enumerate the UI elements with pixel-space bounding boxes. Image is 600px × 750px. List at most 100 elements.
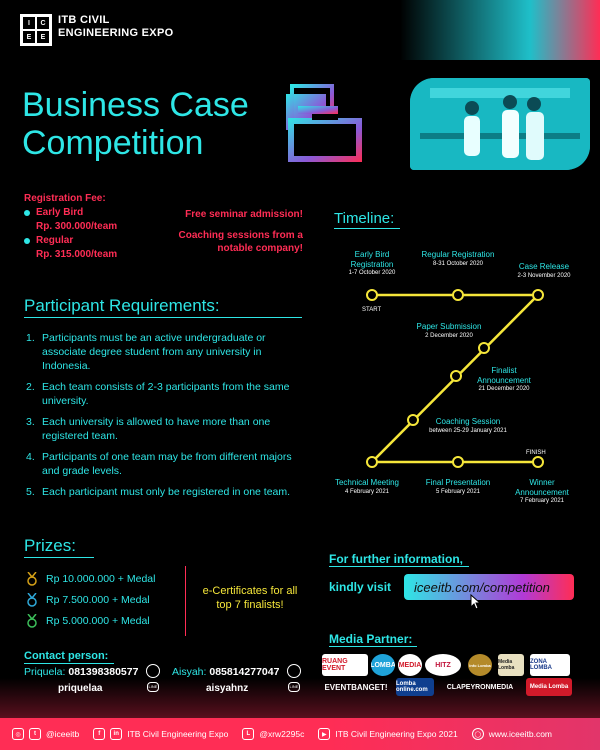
hero-photo	[410, 78, 590, 170]
item-text: Each university is allowed to have more …	[42, 416, 271, 442]
linkedin-icon: in	[110, 728, 123, 740]
timeline-node	[452, 456, 464, 468]
timeline-event: Early Bird Registration 1-7 October 2020	[334, 250, 410, 277]
timeline-event: Case Release 2-3 November 2020	[504, 262, 584, 280]
item-text: Each participant must only be registered…	[42, 486, 291, 498]
list-item: 2.Each team consists of 2-3 participants…	[26, 380, 292, 408]
list-item: 1. Participants must be an active undergr…	[26, 331, 292, 373]
timeline-node	[450, 370, 462, 382]
event-name: Regular Registration	[421, 250, 495, 259]
footer-youtube[interactable]: ▶ ITB Civil Engineering Expo 2021	[318, 728, 458, 740]
prize-item: Rp 7.500.000 + Medal	[26, 589, 155, 610]
logo-letter: C	[36, 16, 50, 30]
prize-text: Rp 7.500.000 + Medal	[46, 593, 150, 606]
divider	[24, 557, 94, 558]
timeline-node	[532, 289, 544, 301]
facebook-name: ITB Civil Engineering Expo	[127, 729, 229, 739]
event-name: Coaching Session	[435, 417, 501, 426]
footer-line[interactable]: L @xrw2295c	[242, 728, 304, 740]
item-number: 4.	[26, 451, 35, 463]
event-date: 8-31 October 2020	[432, 260, 484, 267]
website-link[interactable]: iceeitb.com/competition	[404, 574, 574, 600]
divider	[334, 228, 400, 229]
contact-phone[interactable]: 085814277047	[209, 666, 280, 678]
list-item: 5. Each participant must only be register…	[26, 485, 292, 499]
line-icon: LINE	[288, 682, 300, 692]
fee-item: Early Bird	[24, 206, 117, 220]
timeline-event: Final Presentation 5 February 2021	[422, 478, 494, 496]
prize-item: Rp 10.000.000 + Medal	[26, 568, 155, 589]
prizes-heading: Prizes:	[24, 536, 76, 555]
footer-instagram[interactable]: ◎ t @iceeitb	[12, 728, 79, 740]
item-number: 1.	[26, 332, 35, 344]
timeline-node	[407, 414, 419, 426]
timeline-event: Finalist Announcement 21 December 2020	[464, 366, 544, 393]
timeline-node	[366, 289, 378, 301]
event-name: Paper Submission	[416, 322, 482, 331]
medal-icon	[27, 613, 37, 628]
media-partner-heading: Media Partner:	[329, 632, 413, 646]
youtube-name: ITB Civil Engineering Expo 2021	[335, 729, 458, 739]
timeline-event: Coaching Session between 25-29 January 2…	[418, 417, 518, 435]
cursor-icon	[470, 594, 482, 610]
brand-name: ITB CIVIL ENGINEERING EXPO	[58, 14, 173, 40]
event-date: 4 February 2021	[344, 488, 390, 495]
divider	[24, 663, 114, 664]
instagram-icon: ◎	[12, 728, 24, 740]
perk-text: Free seminar admission!	[185, 209, 303, 220]
item-text: Participants of one team may be from dif…	[42, 451, 292, 477]
line-icon: LINE	[147, 682, 159, 692]
divider	[185, 566, 186, 636]
title-line: Competition	[22, 124, 204, 162]
footer-facebook[interactable]: f in ITB Civil Engineering Expo	[93, 728, 228, 740]
media-logo: EVENTBANGET!	[324, 682, 388, 692]
media-logo: LOMBA	[371, 654, 395, 676]
footer: ◎ t @iceeitb f in ITB Civil Engineering …	[0, 718, 600, 750]
fee-label: Early Bird	[36, 207, 84, 218]
info-visit-label: kindly visit	[329, 580, 392, 594]
contact-handle[interactable]: priquelaa	[58, 683, 103, 694]
brand-line: ITB CIVIL	[58, 14, 110, 26]
divider	[329, 646, 417, 647]
medal-icon	[27, 592, 37, 607]
media-logo: Media Lomba	[526, 678, 572, 696]
prize-list: Rp 10.000.000 + Medal Rp 7.500.000 + Med…	[26, 568, 155, 631]
event-date: between 25-29 January 2021	[429, 427, 507, 434]
whatsapp-icon	[287, 664, 301, 678]
footer-web[interactable]: ◯ www.iceeitb.com	[471, 728, 553, 740]
item-text: Each team consists of 2-3 participants f…	[42, 381, 290, 407]
ecertificate-note: e-Certificates for all top 7 finalists!	[202, 585, 298, 611]
event-date: 1-7 October 2020	[348, 270, 396, 276]
whatsapp-icon	[146, 664, 160, 678]
perks: Free seminar admission! Coaching session…	[168, 208, 303, 255]
web-url: www.iceeitb.com	[488, 729, 553, 739]
item-number: 5.	[26, 486, 35, 498]
media-logo: ZONA LOMBA	[530, 654, 570, 676]
timeline-path	[366, 289, 544, 468]
event-name: Technical Meeting	[334, 478, 400, 487]
event-date: 2-3 November 2020	[517, 272, 571, 279]
bullet-icon	[24, 210, 30, 216]
timeline-node	[452, 289, 464, 301]
prize-text: Rp 5.000.000 + Medal	[46, 614, 150, 627]
contact-phone[interactable]: 081398380577	[68, 666, 139, 678]
media-logo: CLAPEYRONMEDIA	[446, 683, 514, 691]
youtube-icon: ▶	[318, 728, 331, 740]
fee-price: Rp. 300.000/team	[36, 221, 118, 232]
media-logo: Info Lomba	[468, 654, 492, 676]
logo: I C E E	[20, 14, 52, 46]
contact-name: Priquela:	[24, 666, 66, 678]
contact-handle[interactable]: aisyahnz	[206, 683, 249, 694]
line-icon: L	[242, 728, 255, 740]
fee-item: Regular	[24, 234, 117, 248]
page-title: Business Case Competition	[22, 86, 282, 162]
divider	[24, 317, 302, 318]
contact-person: Aisyah: 085814277047 aisyahnz	[172, 666, 279, 694]
timeline-heading: Timeline:	[334, 210, 395, 227]
event-date: 2 December 2020	[425, 332, 473, 339]
event-name: Winner Announcement	[515, 478, 569, 497]
logo-letter: E	[36, 30, 50, 44]
item-text: Participants must be an active undergrad…	[42, 332, 266, 372]
list-item: 4. Participants of one team may be from d…	[26, 450, 292, 478]
perk-text: Coaching sessions from a notable company…	[178, 230, 303, 254]
